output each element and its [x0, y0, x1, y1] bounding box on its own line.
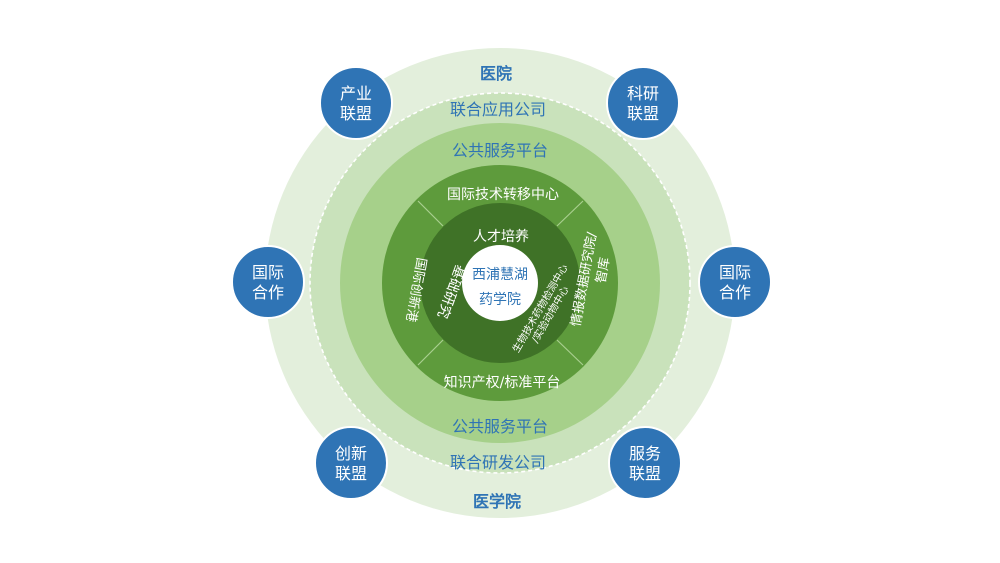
- platform-ring-bottom-label: 公共服务平台: [452, 417, 548, 436]
- center-label-line2: 药学院: [479, 292, 521, 308]
- dark-ring-dividers: [417, 200, 584, 366]
- platform-ring-top-label: 公共服务平台: [452, 141, 548, 160]
- center-label-line1: 西浦慧湖: [472, 267, 528, 283]
- satellite-top-left-circle: [319, 66, 393, 140]
- divider-bottom-left: [417, 339, 444, 366]
- dashed-ring-top-label: 联合应用公司: [450, 100, 546, 119]
- satellite-top-left-line2: 联盟: [340, 104, 372, 123]
- satellite-left-circle: [231, 245, 305, 319]
- divider-top-right: [556, 200, 584, 227]
- satellite-right-line1: 国际: [719, 263, 751, 282]
- dark-ring-right-label-line2: 智库: [593, 256, 613, 284]
- satellite-bottom-right-circle: [608, 426, 682, 500]
- satellite-right-circle: [698, 245, 772, 319]
- satellite-top-left: 产业 联盟: [319, 66, 393, 140]
- satellite-right: 国际 合作: [698, 245, 772, 319]
- satellite-left-line2: 合作: [252, 283, 284, 302]
- divider-top-left: [417, 200, 444, 227]
- satellite-bottom-right: 服务 联盟: [608, 426, 682, 500]
- satellite-bottom-left-line1: 创新: [335, 444, 367, 463]
- satellite-bottom-left-line2: 联盟: [335, 464, 367, 483]
- satellite-left-line1: 国际: [252, 263, 284, 282]
- satellite-left: 国际 合作: [231, 245, 305, 319]
- satellite-right-line2: 合作: [719, 283, 751, 302]
- satellite-bottom-left-circle: [314, 426, 388, 500]
- satellite-bottom-right-line1: 服务: [629, 444, 661, 463]
- outer-ring-bottom-label: 医学院: [473, 492, 521, 511]
- dashed-ring-bottom-label: 联合研发公司: [450, 453, 546, 472]
- satellite-bottom-right-line2: 联盟: [629, 464, 661, 483]
- satellite-top-right-line1: 科研: [627, 84, 659, 103]
- satellite-top-right-line2: 联盟: [627, 104, 659, 123]
- satellite-top-right: 科研 联盟: [606, 66, 680, 140]
- dark-ring-top-label: 国际技术转移中心: [447, 187, 559, 203]
- divider-bottom-right: [556, 339, 584, 366]
- outer-ring-top-label: 医院: [480, 64, 512, 83]
- satellite-bottom-left: 创新 联盟: [314, 426, 388, 500]
- satellite-top-right-circle: [606, 66, 680, 140]
- dark-ring-bottom-label: 知识产权/标准平台: [444, 374, 561, 391]
- center-circle: [462, 245, 538, 321]
- satellite-top-left-line1: 产业: [340, 84, 372, 103]
- inner-ring-top-label: 人才培养: [473, 229, 529, 245]
